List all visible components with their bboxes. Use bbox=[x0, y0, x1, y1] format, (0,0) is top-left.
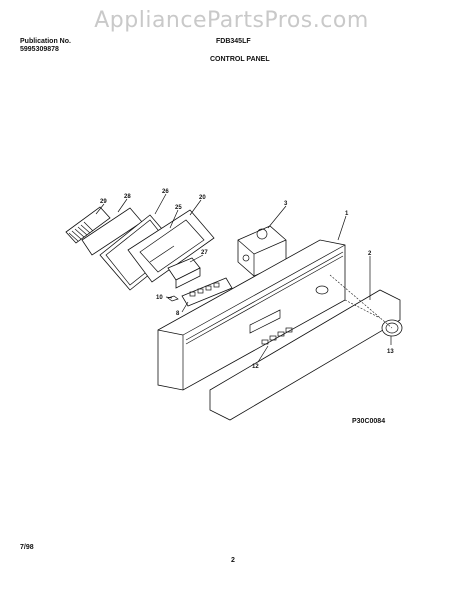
clip-part bbox=[167, 295, 179, 302]
callout-10: 10 bbox=[156, 295, 163, 301]
switch-block-part bbox=[167, 257, 201, 289]
callout-12: 12 bbox=[252, 364, 259, 370]
footer-date: 7/98 bbox=[20, 544, 34, 551]
publication-number: 5995309878 bbox=[20, 46, 59, 53]
model-number: FDB345LF bbox=[216, 38, 251, 45]
leader-lines bbox=[95, 193, 392, 363]
diagram-id: P30C0084 bbox=[352, 418, 386, 425]
trim-overlay-part bbox=[209, 289, 401, 421]
callout-13: 13 bbox=[387, 349, 394, 355]
callout-1: 1 bbox=[345, 211, 349, 217]
publication-label: Publication No. bbox=[20, 38, 71, 45]
assembly-lines bbox=[329, 274, 393, 329]
page-number: 2 bbox=[231, 557, 235, 564]
callout-28: 28 bbox=[124, 194, 131, 200]
button-array-part bbox=[181, 277, 233, 307]
callout-27: 27 bbox=[201, 250, 208, 256]
callout-29: 29 bbox=[100, 199, 107, 205]
vent-grille-part bbox=[65, 206, 111, 244]
callout-8: 8 bbox=[176, 311, 180, 317]
callout-25: 25 bbox=[175, 205, 182, 211]
console-buttons-part bbox=[261, 327, 293, 345]
dispenser-part bbox=[127, 209, 215, 283]
watermark-logo: AppliancePartsPros.com bbox=[94, 8, 369, 33]
section-title: CONTROL PANEL bbox=[210, 56, 270, 63]
callout-2: 2 bbox=[368, 251, 372, 257]
callout-26: 26 bbox=[162, 189, 169, 195]
callout-3: 3 bbox=[284, 201, 288, 207]
callout-20: 20 bbox=[199, 195, 206, 201]
